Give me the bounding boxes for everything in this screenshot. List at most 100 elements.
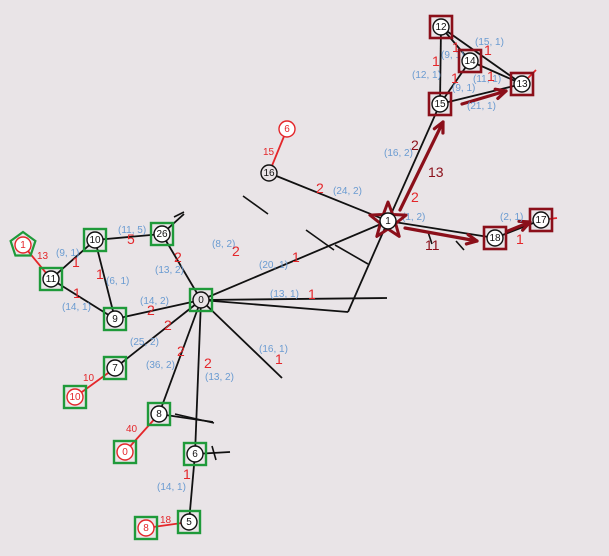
edge-tick-mark (211, 445, 217, 461)
edge-flow-label: 5 (127, 231, 135, 247)
edge-tick-mark (242, 195, 269, 215)
edge-flow-label: 2 (147, 302, 155, 318)
edge-flow-label: 2 (164, 317, 172, 333)
edge-n10-n9 (94, 239, 116, 320)
node-circle (186, 445, 204, 463)
node-label: 7 (112, 363, 118, 374)
node-frame-dark-red (457, 48, 483, 74)
edge-n0-n7 (114, 299, 202, 369)
node-frame-green (82, 227, 108, 253)
path-flow-label: 2 (411, 137, 419, 153)
path-arrow-head (493, 87, 508, 100)
graph-node-10: 10 (82, 227, 108, 253)
edge-weight-label: 13 (37, 251, 49, 262)
node-circle (86, 231, 104, 249)
edge-cost-label: (24, 2) (333, 186, 362, 197)
edge-cost-label: (15, 1) (475, 37, 504, 48)
edge-flow-label: 2 (204, 355, 212, 371)
edge-flow-label: 2 (411, 189, 419, 205)
edge-flow-label: 1 (516, 231, 524, 247)
edge-n14-n13 (469, 60, 523, 85)
node-frame-green (149, 221, 175, 247)
node-frame-dark-red (482, 225, 508, 251)
node-circle (14, 236, 32, 254)
node-label: 15 (434, 99, 446, 110)
edge-flow-label: 1 (487, 68, 495, 84)
node-label: 14 (464, 56, 476, 67)
node-label: 8 (156, 409, 162, 420)
graph-node-0: 0 (112, 439, 138, 465)
node-label: 1 (385, 216, 391, 227)
edge-cost-label: (21, 1) (467, 101, 496, 112)
edge-flow-label: 1 (484, 42, 492, 58)
labels-layer: (24, 2)(16, 2)(8, 2)(20, 1)(13, 1)(16, 1… (37, 37, 524, 526)
edge-cost-label: (13, 1) (270, 289, 299, 300)
edge-cost-label: (13, 2) (205, 372, 234, 383)
edge-tick-mark (334, 244, 369, 265)
edge-cost-label: (20, 1) (259, 260, 288, 271)
graph-node-10: 10 (62, 384, 88, 410)
path-arrow-shaft (506, 220, 532, 233)
node-circle (192, 291, 210, 309)
edge-n0-p_e8 (200, 299, 349, 313)
edge-flow-label: 1 (451, 70, 459, 86)
node-frame-green (102, 355, 128, 381)
graph-node-17: 17 (528, 207, 554, 233)
edge-n1-p_down (347, 220, 389, 313)
edge-tick-mark (427, 231, 433, 245)
edge-flow-label: 1 (275, 351, 283, 367)
node-frame-green (62, 384, 88, 410)
node-circle (532, 211, 550, 229)
node-frame-dark-red (509, 71, 535, 97)
node-label: 10 (89, 235, 101, 246)
edge-flow-label: 1 (72, 254, 80, 270)
edge-flow-label: 1 (432, 53, 440, 69)
path-arrow-shaft (398, 120, 445, 212)
edge-n15-n13 (439, 83, 523, 105)
node-circle (461, 52, 479, 70)
node-frame-green (133, 515, 159, 541)
edge-flow-label: 2 (232, 243, 240, 259)
node-frame-green (176, 509, 202, 535)
node-label: 26 (156, 229, 168, 240)
edge-n0-n6 (194, 299, 202, 455)
edge-n1-n18 (387, 220, 496, 239)
node-circle (153, 225, 171, 243)
edge-cost-label: (14, 1) (62, 302, 91, 313)
node-circle (180, 513, 198, 531)
graph-node-16: 16 (260, 164, 278, 182)
edge-cost-label: (12, 1) (412, 70, 441, 81)
node-circle (260, 164, 278, 182)
edge-n0-p_e13 (200, 297, 388, 301)
arrows-layer (398, 87, 532, 246)
edge-cost-label: (6, 1) (106, 276, 129, 287)
node-circle (106, 310, 124, 328)
ticks-layer (173, 195, 465, 461)
node-circle (116, 443, 134, 461)
graph-node-5: 5 (176, 509, 202, 535)
graph-node-15: 15 (427, 91, 453, 117)
edge-cost-label: (16, 1) (259, 344, 288, 355)
path-arrow-head (464, 232, 479, 246)
node-frame-dark-red (528, 207, 554, 233)
edge-tick-mark (305, 229, 335, 251)
node-frame-dark-red (428, 14, 454, 40)
node-circle (137, 519, 155, 537)
graph-node-1: 1 (368, 200, 408, 238)
edge-cost-label: (25, 2) (130, 337, 159, 348)
path-arrow-head (432, 120, 445, 135)
path-flow-label: 13 (428, 164, 444, 180)
edge-flow-label: 2 (177, 343, 185, 359)
edge-n15-n14 (439, 60, 471, 105)
edge-n16-n1 (268, 172, 389, 222)
node-label: 0 (198, 295, 204, 306)
edge-cost-label: (36, 2) (146, 360, 175, 371)
edge-cost-label: (14, 2) (140, 296, 169, 307)
edge-cost-label: (16, 2) (384, 148, 413, 159)
graph-node-8: 8 (133, 515, 159, 541)
edge-cost-label: (9, 1) (441, 50, 464, 61)
edge-n0-p_e16 (200, 299, 283, 379)
path-arrow-shaft (460, 89, 508, 106)
node-frame-green (146, 401, 172, 427)
